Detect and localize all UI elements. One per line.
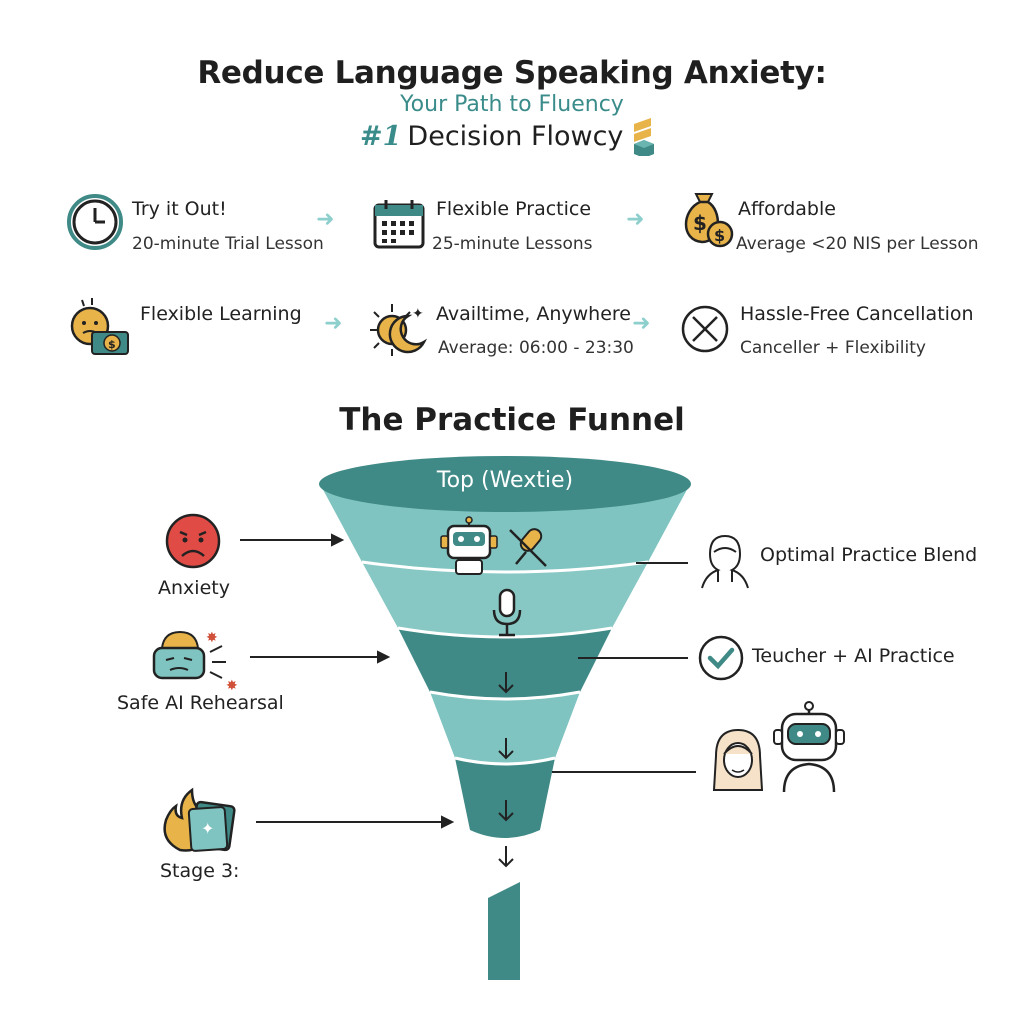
feature-flex-practice <box>372 197 426 255</box>
fire-document-icon: ✦ <box>163 787 236 852</box>
feature-cancellation-sub: Canceller + Flexibility <box>740 338 926 358</box>
decision-flow-heading: #1 Decision Flowcy <box>360 116 659 156</box>
sun-moon-icon: ✦ <box>370 304 428 356</box>
vr-rehearsal-icon: ✸ ✸ <box>152 630 238 692</box>
feature-cancellation <box>680 304 730 358</box>
feature-affordable-title: Affordable <box>738 198 836 220</box>
feature-flex-practice-title: Flexible Practice <box>436 198 592 220</box>
svg-text:$: $ <box>714 226 725 245</box>
feature-anytime: ✦ <box>368 302 430 362</box>
teacher-woman-icon <box>712 728 764 791</box>
funnel-band-4 <box>430 692 580 764</box>
feature-trial-sub: 20-minute Trial Lesson <box>132 234 324 254</box>
funnel-top-label: Top (Wextie) <box>436 468 574 493</box>
clock-icon <box>67 194 123 250</box>
arrow-right-icon: ➜ <box>626 207 645 232</box>
feature-anytime-title: Availtime, Anywhere <box>436 303 631 325</box>
microphone-icon <box>492 588 522 637</box>
check-circle-icon <box>698 635 744 681</box>
person-outline-icon <box>701 535 749 589</box>
robot-tutor-icon <box>773 701 845 793</box>
left-label-stage3: Stage 3: <box>160 860 240 882</box>
cancel-circle-icon <box>681 305 729 353</box>
arrow-right-icon: ➜ <box>316 207 335 232</box>
sad-face-icon <box>165 513 221 569</box>
cube-icon <box>634 118 655 156</box>
decision-flow-label: Decision Flowcy <box>407 120 624 152</box>
funnel-spout <box>488 882 520 980</box>
rank-badge: #1 <box>360 120 402 152</box>
page-title: Reduce Language Speaking Anxiety: <box>197 55 827 91</box>
svg-text:✸: ✸ <box>206 630 218 646</box>
funnel-top <box>319 456 691 512</box>
right-label-optimal-blend: Optimal Practice Blend <box>760 544 978 566</box>
left-label-safe-ai: Safe AI Rehearsal <box>117 692 284 714</box>
muted-microphone-icon <box>509 528 547 567</box>
page-subtitle: Your Path to Fluency <box>400 92 624 117</box>
funnel-band-3 <box>398 628 612 699</box>
feature-flex-learning: $ <box>68 296 132 360</box>
svg-text:✦: ✦ <box>201 819 214 838</box>
feature-cancellation-title: Hassle-Free Cancellation <box>740 303 974 325</box>
arrow-right-icon: ➜ <box>324 311 343 336</box>
money-bag-icon: $ $ <box>684 193 734 248</box>
right-label-teacher-ai: Teucher + AI Practice <box>752 645 955 667</box>
svg-text:✸: ✸ <box>226 678 238 692</box>
feature-anytime-sub: Average: 06:00 - 23:30 <box>438 338 634 358</box>
feature-flex-learning-title: Flexible Learning <box>140 303 302 325</box>
feature-affordable-sub: Average <20 NIS per Lesson <box>736 234 979 254</box>
arrow-right-icon: ➜ <box>632 311 651 336</box>
feature-flex-practice-sub: 25-minute Lessons <box>432 234 593 254</box>
robot-icon <box>440 516 498 575</box>
feature-affordable: $ $ <box>676 188 736 254</box>
svg-text:$: $ <box>693 211 707 235</box>
calendar-icon <box>373 200 425 249</box>
funnel-band-5 <box>455 758 555 838</box>
smiley-money-icon: $ <box>70 298 129 355</box>
svg-text:$: $ <box>108 338 116 351</box>
feature-trial <box>66 193 124 255</box>
svg-text:✦: ✦ <box>412 306 424 322</box>
feature-trial-title: Try it Out! <box>132 198 227 220</box>
funnel-title: The Practice Funnel <box>339 402 685 438</box>
left-label-anxiety: Anxiety <box>158 577 230 599</box>
